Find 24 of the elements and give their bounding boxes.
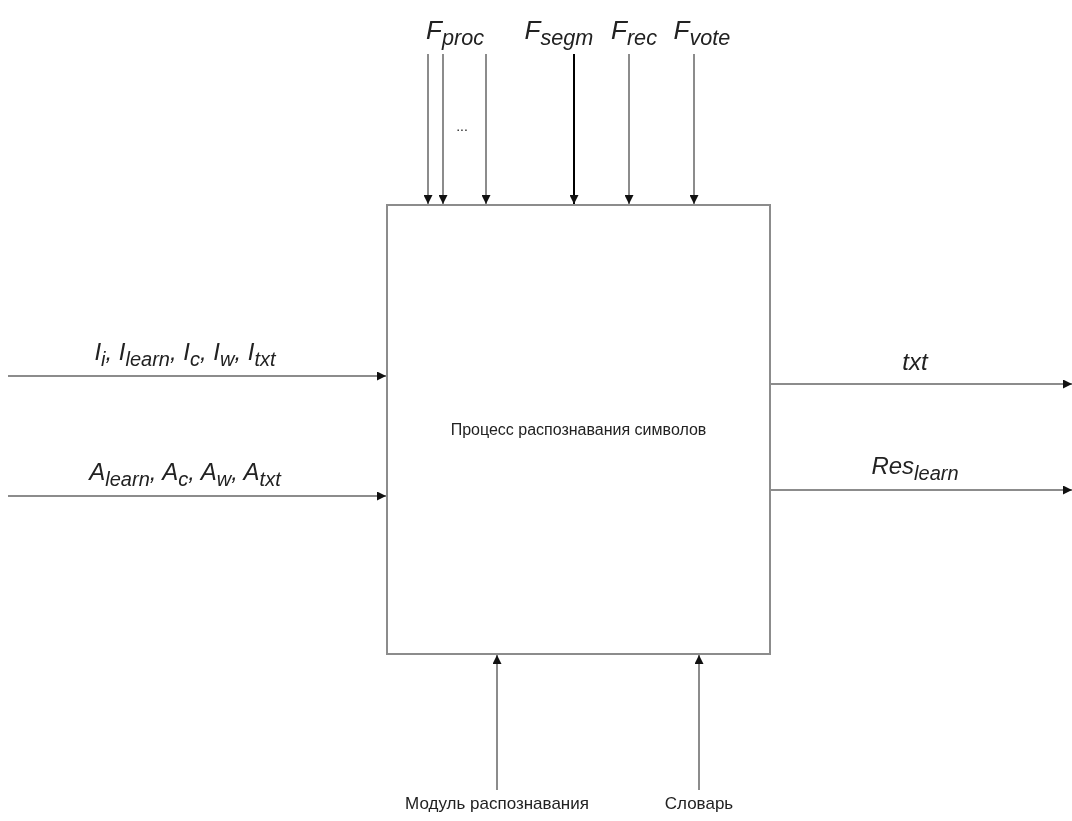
edge-label: txt <box>901 348 930 376</box>
arrow <box>624 53 634 205</box>
edge-label: I$_{i}$, I$_{learn}$, I$_{c}$, I$_{w}$, I$_{txt}$ <box>93 338 277 371</box>
ellipsis-label: ... <box>455 118 469 134</box>
control-label: F$_{segm}$ <box>516 12 602 54</box>
control-label: F$_{proc}$ <box>416 12 494 54</box>
arrow <box>569 53 579 205</box>
edge-label: Res$_{learn}$ <box>870 452 960 485</box>
control-label: F$_{vote}$ <box>666 12 738 54</box>
control-label: F$_{rec}$ <box>605 12 663 54</box>
mechanism-label: Модуль распознавания <box>400 790 594 818</box>
arrow <box>7 371 387 381</box>
arrow <box>7 491 387 501</box>
arrow <box>694 654 704 791</box>
arrow <box>481 53 491 205</box>
arrow <box>423 53 433 205</box>
arrow <box>492 654 502 791</box>
arrow <box>770 379 1072 389</box>
arrow <box>438 53 448 205</box>
mechanism-label: Словарь <box>652 790 746 818</box>
arrow <box>770 485 1072 495</box>
process-box: Процесс распознавания символов <box>386 204 771 655</box>
arrow <box>689 53 699 205</box>
edge-label: A$_{learn}$, A$_{c}$, A$_{w}$, A$_{txt}$ <box>87 458 283 491</box>
